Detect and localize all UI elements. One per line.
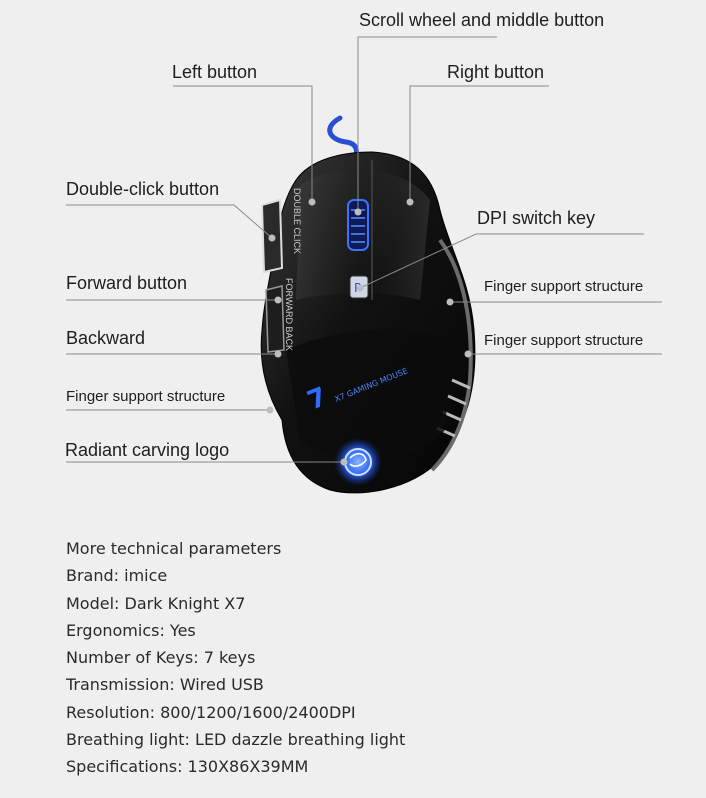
label-backward: Backward xyxy=(66,328,146,348)
radiant-logo-glow xyxy=(334,438,382,486)
callout-lines xyxy=(66,36,662,463)
side-text-forward-back: FORWARD BACK xyxy=(284,278,294,351)
mouse-illustration: P DOUBLE CLICK FORWARD BACK 7 X7 GAMING … xyxy=(66,36,662,494)
specs-title: More technical parameters xyxy=(66,539,282,558)
spec-resolution: Resolution: 800/1200/1600/2400DPI xyxy=(66,702,356,722)
spec-dimensions: Specifications: 130X86X39MM xyxy=(66,757,309,777)
label-finger-support-left: Finger support structure xyxy=(66,388,226,405)
label-radiant-logo: Radiant carving logo xyxy=(65,440,230,460)
spec-transmission: Transmission: Wired USB xyxy=(66,675,264,695)
spec-ergonomics: Ergonomics: Yes xyxy=(66,620,196,640)
label-left-button: Left button xyxy=(172,62,258,82)
technical-specs: More technical parameters Brand: imice M… xyxy=(66,538,405,784)
callout-dots xyxy=(266,198,472,466)
label-finger-support-right-1: Finger support structure xyxy=(484,278,644,295)
side-text-double-click: DOUBLE CLICK xyxy=(292,188,302,254)
spec-keys: Number of Keys: 7 keys xyxy=(66,648,256,668)
spec-model: Model: Dark Knight X7 xyxy=(66,593,246,613)
label-double-click: Double-click button xyxy=(66,179,220,199)
label-forward: Forward button xyxy=(66,273,188,293)
label-scroll-wheel: Scroll wheel and middle button xyxy=(359,10,605,30)
spec-breathing-light: Breathing light: LED dazzle breathing li… xyxy=(66,730,406,750)
forward-back-side-buttons xyxy=(265,285,285,353)
label-right-button: Right button xyxy=(447,62,545,82)
spec-brand: Brand: imice xyxy=(66,566,168,586)
right-grip-fins xyxy=(430,238,473,472)
label-dpi-switch: DPI switch key xyxy=(477,208,596,228)
label-finger-support-right-2: Finger support structure xyxy=(484,332,644,349)
mouse-diagram: P DOUBLE CLICK FORWARD BACK 7 X7 GAMING … xyxy=(65,10,662,494)
